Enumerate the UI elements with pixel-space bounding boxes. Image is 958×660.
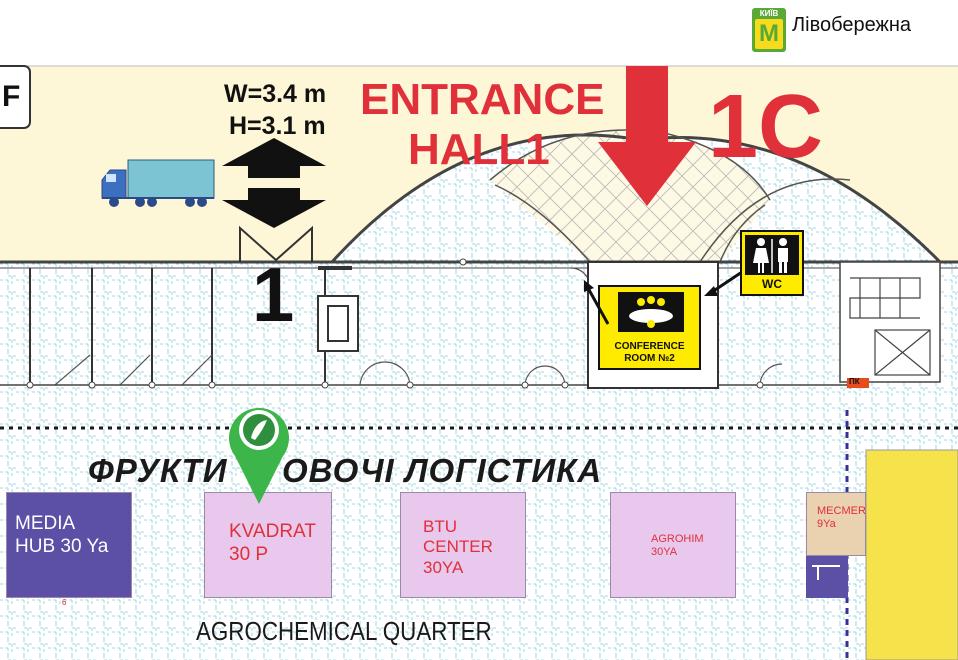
wc-sign: WC: [740, 230, 804, 296]
bottom-zone-title: AGROCHEMICAL QUARTER: [196, 616, 492, 646]
conference-label-line2: ROOM №2: [624, 353, 675, 364]
stand-kvadrat[interactable]: KVADRAT 30 P: [204, 492, 332, 598]
stand-label: AGROHIM 30YA: [651, 533, 704, 559]
stand-label: MECMER 9Ya: [817, 505, 866, 531]
entrance-hatched-area: [490, 130, 770, 262]
metro-station-name: Лівобережна: [792, 14, 912, 36]
gate-number: 1: [252, 253, 295, 338]
wc-label: WC: [762, 277, 782, 291]
entrance-hall-title-line2: HALL1: [408, 125, 550, 174]
hall-code: 1C: [708, 77, 824, 177]
top-zone-title-start: ФРУКТИ: [88, 452, 228, 489]
left-sign-letter: F: [2, 80, 21, 113]
stand-label: MEDIA HUB 30 Ya: [15, 513, 109, 557]
stand-agrohim[interactable]: AGROHIM 30YA: [610, 492, 736, 598]
stand-btu-center[interactable]: BTU CENTER 30YA: [400, 492, 526, 598]
entrance-height-label: H=3.1 m: [229, 112, 326, 140]
metro-logo-letter: М: [755, 19, 783, 49]
metro-logo-icon: КИЇВ М: [752, 8, 786, 52]
top-zone-title-end: ОВОЧІ ЛОГІСТИКА: [282, 452, 603, 489]
double-arrow-icon: [222, 138, 326, 228]
truck-icon: [101, 159, 215, 207]
stand-label: KVADRAT 30 P: [229, 521, 316, 565]
map-pin-icon[interactable]: [229, 396, 289, 504]
fire-hydrant-label: ПК: [849, 377, 860, 386]
stand-corner-number: 6: [62, 598, 67, 607]
stand-label: BTU CENTER 30YA: [423, 517, 493, 577]
stand-mecmer[interactable]: MECMER 9Ya: [806, 492, 866, 556]
metro-logo-city: КИЇВ: [759, 9, 779, 18]
conference-room-sign: CONFERENCE ROOM №2: [598, 285, 701, 370]
stand-media-hub[interactable]: MEDIA HUB 30 Ya: [6, 492, 132, 598]
conference-label-line1: CONFERENCE: [614, 341, 685, 352]
wc-icon: [745, 235, 799, 275]
entrance-hall-title-line1: ENTRANCE: [360, 75, 605, 124]
conference-arrows: [584, 268, 749, 325]
conference-icon: [618, 292, 684, 332]
down-arrow-icon: [598, 66, 696, 206]
entrance-width-label: W=3.4 m: [224, 80, 327, 108]
